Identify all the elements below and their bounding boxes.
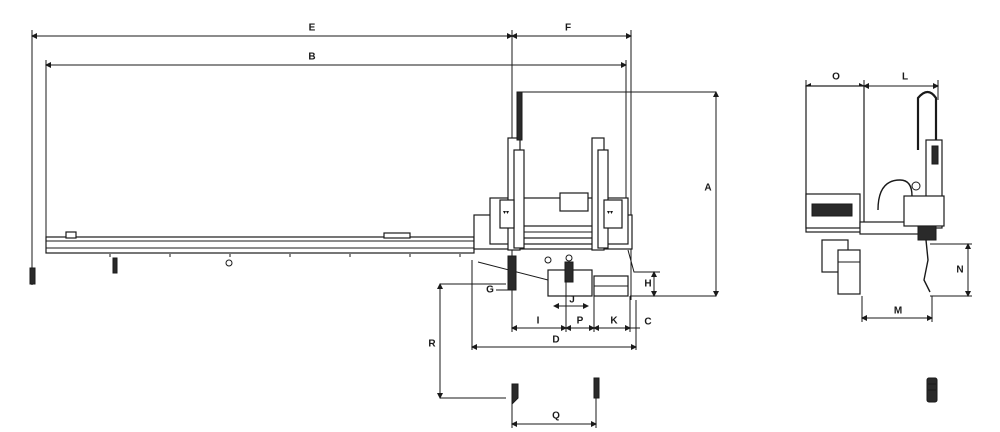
beam-end-block <box>65 231 77 239</box>
gripper-pivot-left <box>544 256 552 264</box>
front-gripper-finger <box>923 239 931 293</box>
dimension-label-e: E <box>309 23 316 34</box>
main-beam <box>45 236 475 254</box>
clamp-right-marks: ▾▾ <box>607 209 613 216</box>
front-motor-cylinder <box>837 249 861 295</box>
dimension-label-r: R <box>428 339 436 350</box>
vertical-arm-left-inner <box>513 149 525 249</box>
beam-mid-block <box>383 232 411 239</box>
dimension-label-q: Q <box>552 411 560 422</box>
front-gripper-body <box>917 225 937 241</box>
front-arm-slot <box>931 145 939 165</box>
beam-left-stop <box>112 257 118 274</box>
dimension-label-p: P <box>577 316 584 327</box>
dimension-label-i: I <box>537 316 540 327</box>
dimension-label-n: N <box>956 265 963 276</box>
dimension-label-j: J <box>569 295 575 306</box>
front-hose <box>877 179 913 211</box>
carriage-motor <box>559 192 589 212</box>
right-bracket-line <box>627 249 660 273</box>
extended-finger-right <box>593 377 600 399</box>
cable-chain <box>516 91 523 141</box>
gripper-left-jaw <box>507 255 517 291</box>
vertical-arm-right-inner <box>597 149 609 249</box>
front-hose-fitting <box>911 181 921 191</box>
dimension-label-d: D <box>552 335 559 346</box>
dimension-label-h: H <box>644 279 651 290</box>
front-cable-chain <box>916 90 938 150</box>
front-view: O L N M <box>805 72 972 403</box>
front-gripper-head <box>903 195 945 227</box>
dimension-label-g: G <box>486 285 494 296</box>
beam-cable-clip <box>225 259 233 267</box>
dimension-label-l: L <box>902 72 908 83</box>
extended-finger-left <box>511 383 519 406</box>
dimension-label-k: K <box>610 316 618 327</box>
arm-right-clamp <box>603 199 623 229</box>
beam-bolt-marks <box>109 254 461 257</box>
dimension-label-c: C <box>644 317 651 328</box>
dimension-label-b: B <box>308 52 315 63</box>
side-view: E F B <box>29 23 719 428</box>
clamp-left-marks: ▾▾ <box>503 209 509 216</box>
dimension-label-a: A <box>704 183 711 194</box>
gripper-center-finger <box>564 261 574 283</box>
arm-left-clamp <box>499 199 515 229</box>
dimension-label-f: F <box>565 23 571 34</box>
dimension-label-o: O <box>832 72 840 83</box>
beam-left-end-marker <box>29 267 36 285</box>
front-control-panel <box>811 203 853 217</box>
gripper-pivot-right <box>565 254 573 262</box>
dimension-label-m: M <box>894 306 902 317</box>
